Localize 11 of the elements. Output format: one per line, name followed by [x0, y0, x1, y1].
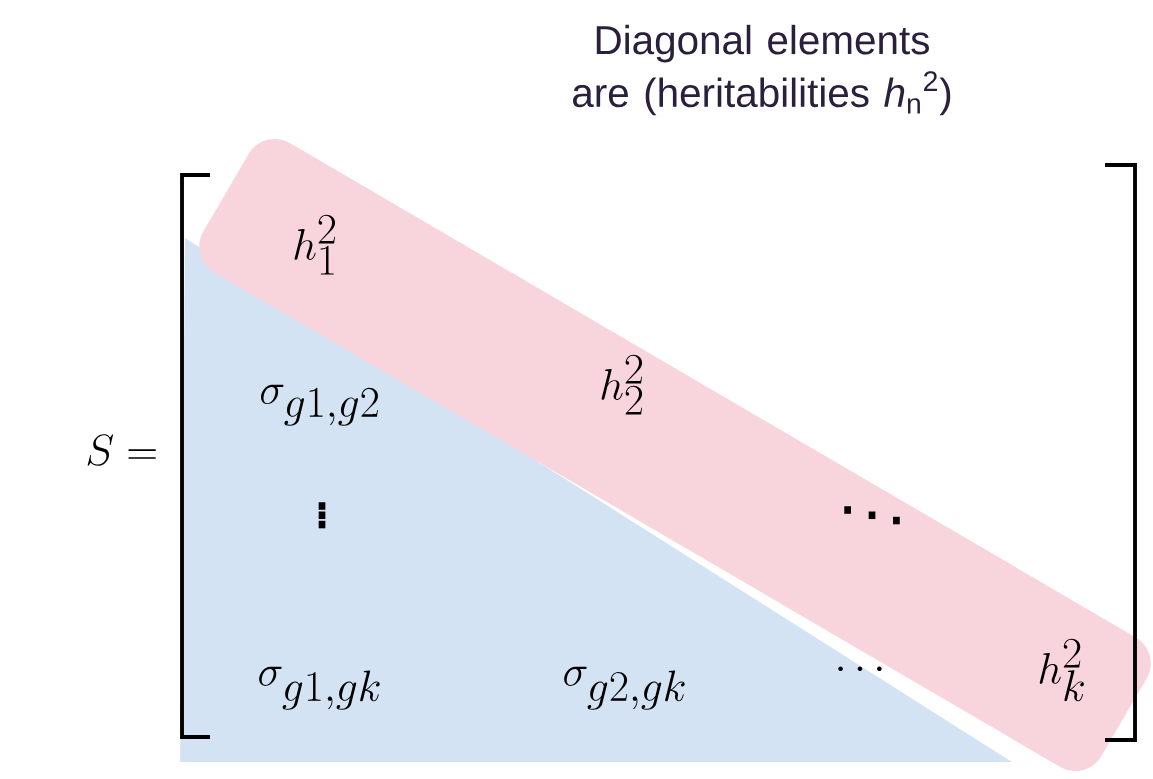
matrix-entry: $\ddots$	[844, 506, 900, 525]
matrix-symbol: $S =$	[87, 434, 156, 466]
matrix-entry: $\sigma_{g1,g2}$	[261, 384, 378, 426]
matrix-entry: $h_2^2$	[601, 354, 643, 415]
title: Diagonal elements are (heritabilities h$_{n}$$^{2}$)	[573, 24, 951, 116]
matrix-entry: $\cdots$	[838, 666, 882, 672]
matrix-entry: $\vdots$	[318, 502, 326, 529]
matrix-entry: $\sigma_{g2,gk}$	[564, 666, 685, 710]
matrix-entry: $\sigma_{g1,gk}$	[259, 666, 380, 710]
matrix-entry: $h_1^2$	[294, 214, 336, 275]
matrix-entry: $h_k^2$	[1039, 638, 1084, 702]
